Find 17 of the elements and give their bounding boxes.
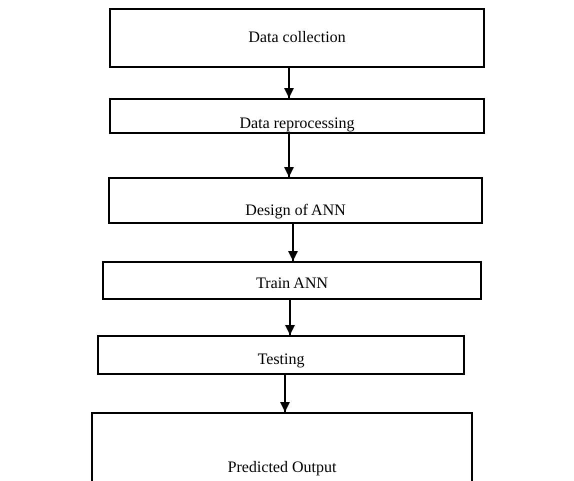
- arrow: [284, 134, 294, 177]
- process-box: [109, 98, 485, 134]
- step-label: Predicted Output: [226, 459, 338, 477]
- process-box: [91, 412, 473, 481]
- arrow: [288, 224, 298, 261]
- arrow: [280, 375, 290, 412]
- process-box: [102, 261, 482, 300]
- process-box: [108, 177, 483, 224]
- step-label: Data reprocessing: [238, 115, 356, 133]
- process-box: [97, 335, 465, 375]
- arrow: [284, 68, 294, 98]
- step-label: Train ANN: [255, 275, 329, 293]
- step-label: Data collection: [247, 29, 347, 47]
- arrow: [285, 300, 295, 335]
- process-box: [109, 8, 485, 68]
- step-label: Design of ANN: [244, 202, 347, 220]
- step-label: Testing: [256, 351, 306, 369]
